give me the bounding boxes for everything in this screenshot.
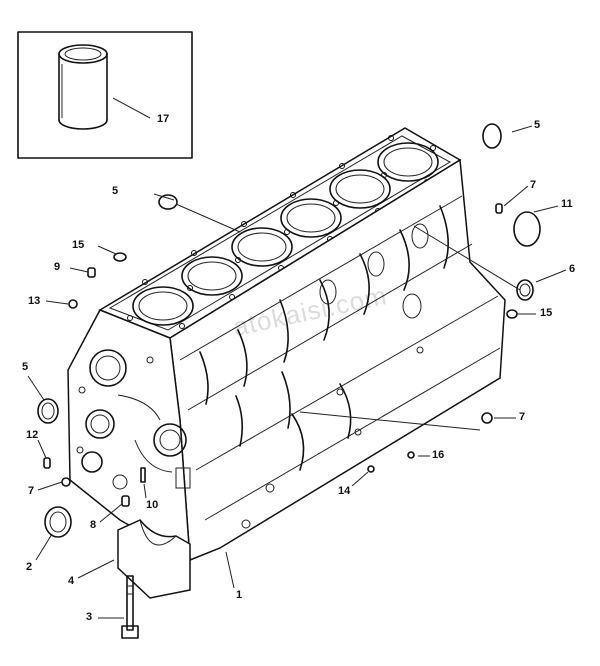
callout-8: 8 [90,519,97,531]
callout-14: 14 [338,485,351,497]
callout-5-left: 5 [112,185,119,197]
lower-bosses [235,346,424,529]
callout-6: 6 [569,263,576,275]
callout-7-right: 7 [519,411,526,423]
callout-13: 13 [28,295,41,307]
cylinder-bores [132,142,439,326]
callout-5-front: 5 [22,361,29,373]
callout-15-top: 15 [72,239,85,251]
cylinder-block [67,127,506,562]
callout-15-right: 15 [540,307,553,319]
callout-11: 11 [561,198,573,210]
callout-4: 4 [68,575,75,587]
callout-17: 17 [157,113,170,125]
cylinder-liner [58,44,108,130]
callout-9: 9 [54,261,61,273]
inset-liner-box [17,31,193,159]
callout-3: 3 [86,611,93,623]
loose-parts [37,123,541,639]
leader-lines [27,125,567,619]
callout-10: 10 [146,499,159,511]
callout-7-left: 7 [28,485,35,497]
front-face-details [76,349,191,490]
callout-12: 12 [26,429,39,441]
callout-2: 2 [26,561,33,573]
callout-16: 16 [432,449,445,461]
callout-7-top: 7 [530,179,537,191]
callout-1: 1 [236,589,243,601]
crank-bays [199,205,449,405]
callout-5-top: 5 [534,119,541,131]
